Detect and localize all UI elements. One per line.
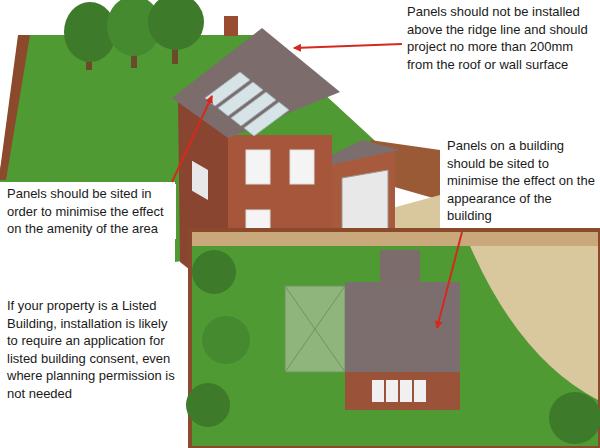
callout-note: Panels should be sited in order to minim… [4,184,176,239]
callout-note: Panels should not be installed above the… [404,2,596,74]
solar-panels [205,72,289,136]
leader-arrow [294,44,402,48]
trees [186,250,600,444]
paving [470,246,598,400]
garage [325,140,400,240]
garage-plan [285,286,345,372]
leader-arrow [172,96,212,182]
plan-garden [190,230,600,448]
leader-arrow [437,232,462,328]
trees [64,0,204,70]
wall [192,232,598,246]
callout-note: Panels on a building should be sited to … [444,136,598,226]
house-plan [345,250,460,410]
fence [0,35,30,180]
callout-note: If your property is a Listed Building, i… [4,296,178,403]
